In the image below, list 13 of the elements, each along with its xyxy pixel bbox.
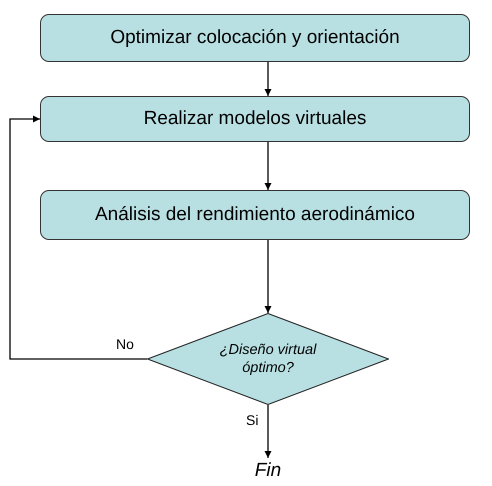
- process-box: Realizar modelos virtuales: [40, 96, 470, 142]
- edge-label: Si: [246, 412, 258, 428]
- process-box: Optimizar colocación y orientación: [40, 14, 470, 62]
- arrow: [264, 240, 272, 313]
- arrow: [9, 116, 147, 360]
- end-text: Fin: [248, 458, 288, 484]
- arrow: [264, 142, 272, 190]
- arrow: [264, 62, 272, 96]
- decision-text: ¿Diseño virtual óptimo?: [218, 340, 318, 378]
- arrow: [264, 405, 272, 458]
- edge-label: No: [116, 336, 134, 352]
- process-box: Análisis del rendimiento aerodinámico: [40, 190, 470, 240]
- decision-diamond: [147, 313, 389, 405]
